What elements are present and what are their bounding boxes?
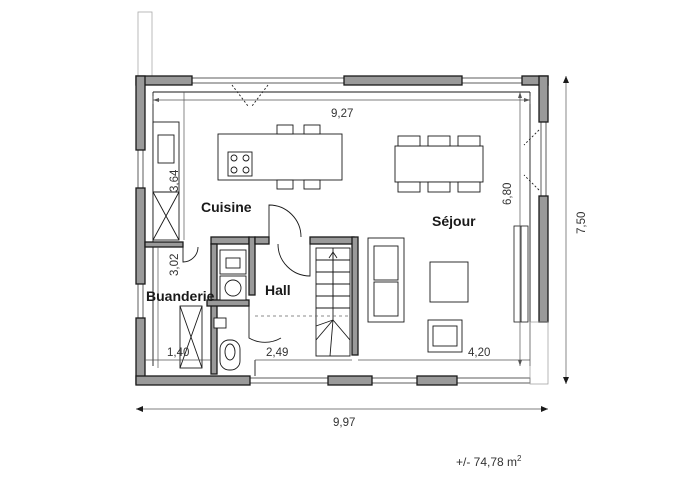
dimension-lines <box>136 76 569 412</box>
dim-sejour-height: 6,80 <box>502 183 514 205</box>
laundry-fixtures <box>179 249 247 369</box>
dim-buanderie-height: 3,02 <box>169 254 181 276</box>
surface-area-exponent: 2 <box>517 454 522 463</box>
dim-top-width: 9,27 <box>331 108 353 120</box>
wc <box>213 317 241 371</box>
armchair <box>427 319 463 353</box>
room-label-buanderie: Buanderie <box>146 288 215 304</box>
interior-doors <box>182 204 311 376</box>
exterior-extension <box>137 11 153 77</box>
dim-sejour-width: 4,20 <box>468 347 490 359</box>
coffee-table <box>429 261 469 303</box>
surface-area: +/- 74,78 m2 <box>456 454 521 469</box>
windows <box>137 77 549 385</box>
staircase <box>315 247 351 357</box>
kitchen-counter <box>152 121 180 241</box>
surface-area-value: +/- 74,78 m <box>456 455 518 469</box>
dim-overall-height: 7,50 <box>576 212 588 234</box>
room-label-sejour: Séjour <box>432 213 476 229</box>
dim-overall-width: 9,97 <box>333 417 355 429</box>
dim-hall-width: 2,49 <box>266 347 288 359</box>
kitchen-island <box>217 124 343 190</box>
dining-table <box>394 135 484 193</box>
room-label-cuisine: Cuisine <box>201 199 252 215</box>
room-label-hall: Hall <box>265 282 291 298</box>
dim-kitchen-height: 3,64 <box>169 169 181 192</box>
sofa <box>367 237 405 323</box>
exterior-walls <box>135 75 549 386</box>
dim-buanderie-width: 1,40 <box>167 347 189 359</box>
